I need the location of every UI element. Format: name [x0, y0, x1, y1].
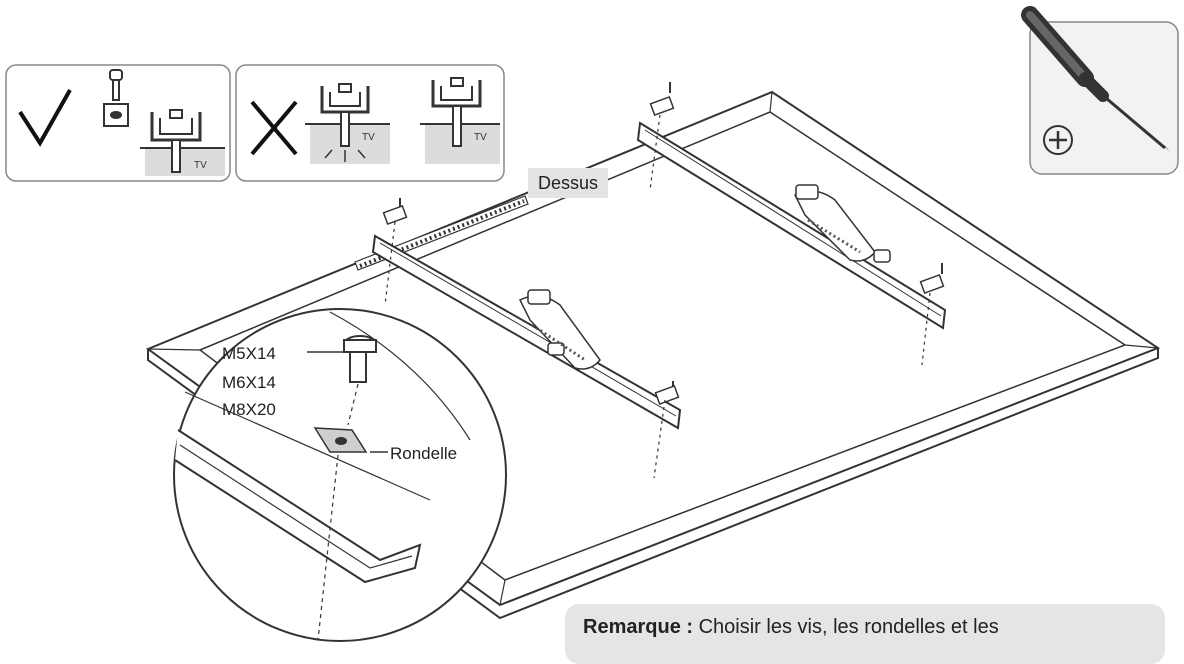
- tv-label: TV: [194, 160, 207, 171]
- note-heading: Remarque :: [583, 616, 694, 638]
- screw-washer-icon: [103, 69, 129, 127]
- detail-washer-icon: [313, 427, 368, 453]
- screw-size-m6x14: M6X14: [222, 373, 276, 392]
- note-box: Remarque : Choisir les vis, les rondelle…: [565, 604, 1165, 664]
- screw-too-long-icon: [320, 83, 370, 162]
- tv-label: TV: [362, 132, 375, 143]
- mounting-bracket-left: [371, 234, 682, 430]
- detail-magnifier: [173, 308, 507, 642]
- cross-mark-icon: [250, 100, 298, 156]
- detail-screw-icon: [343, 335, 377, 383]
- screw-positions: [382, 82, 945, 479]
- tool-panel: [1021, 6, 1179, 175]
- correct-usage-panel: TV: [5, 64, 231, 182]
- tv-label: TV: [474, 132, 487, 143]
- mounting-bracket-right: [636, 121, 947, 330]
- screw-no-washer-icon: [431, 77, 482, 147]
- bracket-screw-icon: [150, 109, 202, 173]
- phillips-screwdriver-icon: [1021, 6, 1170, 152]
- screw-size-m8x20: M8X20: [222, 400, 276, 419]
- incorrect-usage-panel: TV TV: [235, 64, 505, 182]
- note-text: Choisir les vis, les rondelles et les: [698, 616, 999, 638]
- top-side-label: Dessus: [528, 168, 609, 198]
- phillips-head-icon: [1043, 125, 1073, 155]
- screw-size-m5x14: M5X14: [222, 344, 276, 363]
- check-mark-icon: [18, 89, 72, 147]
- washer-label: Rondelle: [390, 444, 458, 463]
- assembly-diagram: TV TV TV: [5, 6, 1179, 642]
